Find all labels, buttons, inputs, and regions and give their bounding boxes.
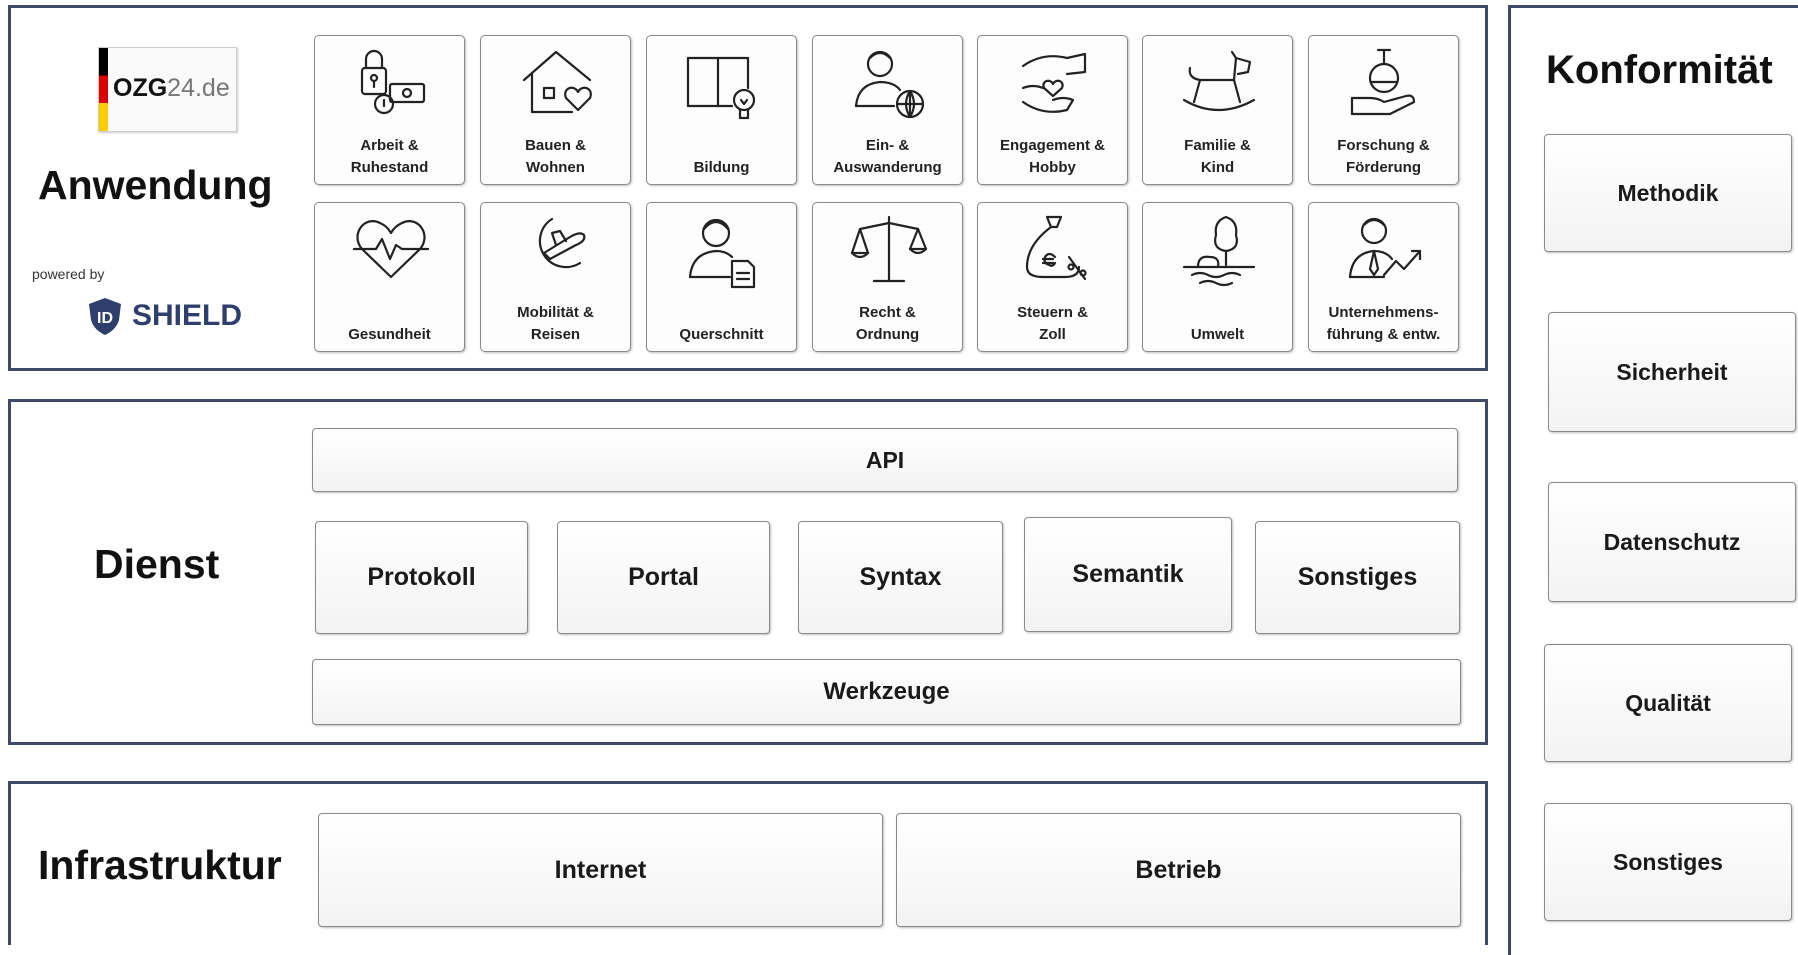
tile-label: Bauen & Wohnen xyxy=(525,137,586,176)
tile-mobilitaet-reisen[interactable]: Mobilität & Reisen xyxy=(480,202,631,352)
rocking-horse-icon xyxy=(1182,50,1256,111)
person-document-icon xyxy=(688,218,756,289)
tile-label: Familie & Kind xyxy=(1184,137,1251,176)
house-heart-icon xyxy=(522,50,592,114)
dienst-title: Dienst xyxy=(94,541,220,587)
tile-label: Gesundheit xyxy=(348,326,431,343)
tile-steuern-zoll[interactable]: Steuern & Zoll xyxy=(977,202,1128,352)
internet-box[interactable]: Internet xyxy=(318,813,883,927)
protokoll-box[interactable]: Protokoll xyxy=(315,521,528,634)
heart-pulse-icon xyxy=(352,220,430,279)
tile-label: Steuern & Zoll xyxy=(1017,304,1088,343)
ozg-logo-light: 24.de xyxy=(167,74,230,102)
anwendung-title: Anwendung xyxy=(38,162,273,208)
tile-label: Forschung & Förderung xyxy=(1337,137,1430,176)
syntax-box[interactable]: Syntax xyxy=(798,521,1003,634)
tile-label: Recht & Ordnung xyxy=(855,304,920,343)
tile-label: Querschnitt xyxy=(679,326,764,343)
book-bulb-icon xyxy=(686,56,756,120)
sonstiges-dienst-box[interactable]: Sonstiges xyxy=(1255,521,1460,634)
semantik-box[interactable]: Semantik xyxy=(1024,517,1232,632)
person-globe-icon xyxy=(854,50,925,119)
scales-icon xyxy=(850,215,928,283)
tile-gesundheit[interactable]: Gesundheit xyxy=(314,202,465,352)
shield-icon: ID xyxy=(89,298,121,335)
tile-arbeit-ruhestand[interactable]: Arbeit & Ruhestand xyxy=(314,35,465,185)
tile-label: Engagement & Hobby xyxy=(999,137,1105,176)
german-flag-stripe xyxy=(99,48,108,131)
powered-by-label: powered by xyxy=(32,266,105,282)
portal-box[interactable]: Portal xyxy=(557,521,770,634)
qualitaet-box[interactable]: Qualität xyxy=(1544,644,1792,762)
werkzeuge-box[interactable]: Werkzeuge xyxy=(312,659,1461,725)
datenschutz-box[interactable]: Datenschutz xyxy=(1548,482,1796,602)
tile-umwelt[interactable]: Umwelt xyxy=(1142,202,1293,352)
money-bag-percent-icon xyxy=(1025,215,1087,281)
sicherheit-box[interactable]: Sicherheit xyxy=(1548,312,1796,432)
ozg24-logo-text: OZG24.de xyxy=(113,74,230,103)
shield-mark-text: ID xyxy=(97,310,113,327)
infrastruktur-title: Infrastruktur xyxy=(38,842,282,888)
tile-recht-ordnung[interactable]: Recht & Ordnung xyxy=(812,202,963,352)
tile-engagement-hobby[interactable]: Engagement & Hobby xyxy=(977,35,1128,185)
tile-unternehmensfuehrung[interactable]: Unternehmens- führung & entw. xyxy=(1308,202,1459,352)
sonstiges-konformitaet-box[interactable]: Sonstiges xyxy=(1544,803,1792,921)
ozg24-logo: OZG24.de xyxy=(98,47,237,132)
tree-water-icon xyxy=(1182,215,1256,287)
businessman-chart-icon xyxy=(1348,217,1422,279)
api-box[interactable]: API xyxy=(312,428,1458,492)
tile-label: Arbeit & Ruhestand xyxy=(350,137,429,176)
tile-label: Unternehmens- führung & entw. xyxy=(1326,304,1441,343)
shield-logo: ID SHIELD xyxy=(86,296,246,336)
hands-heart-icon xyxy=(1021,52,1087,113)
tile-querschnitt[interactable]: Querschnitt xyxy=(646,202,797,352)
moon-plane-icon xyxy=(538,217,586,269)
tile-bauen-wohnen[interactable]: Bauen & Wohnen xyxy=(480,35,631,185)
tile-label: Mobilität & Reisen xyxy=(517,304,594,343)
tile-label: Ein- & Auswanderung xyxy=(833,137,942,176)
tile-ein-auswanderung[interactable]: Ein- & Auswanderung xyxy=(812,35,963,185)
shield-logo-text: SHIELD xyxy=(132,299,243,332)
ozg-logo-bold: OZG xyxy=(113,74,168,102)
konformitaet-title: Konformität xyxy=(1546,48,1773,92)
padlock-money-icon xyxy=(360,49,426,115)
tile-label: Umwelt xyxy=(1190,326,1245,343)
flask-hand-icon xyxy=(1350,48,1416,116)
tile-bildung[interactable]: Bildung xyxy=(646,35,797,185)
tile-familie-kind[interactable]: Familie & Kind xyxy=(1142,35,1293,185)
tile-label: Bildung xyxy=(693,159,750,176)
tile-forschung-foerderung[interactable]: Forschung & Förderung xyxy=(1308,35,1459,185)
betrieb-box[interactable]: Betrieb xyxy=(896,813,1461,927)
methodik-box[interactable]: Methodik xyxy=(1544,134,1792,252)
